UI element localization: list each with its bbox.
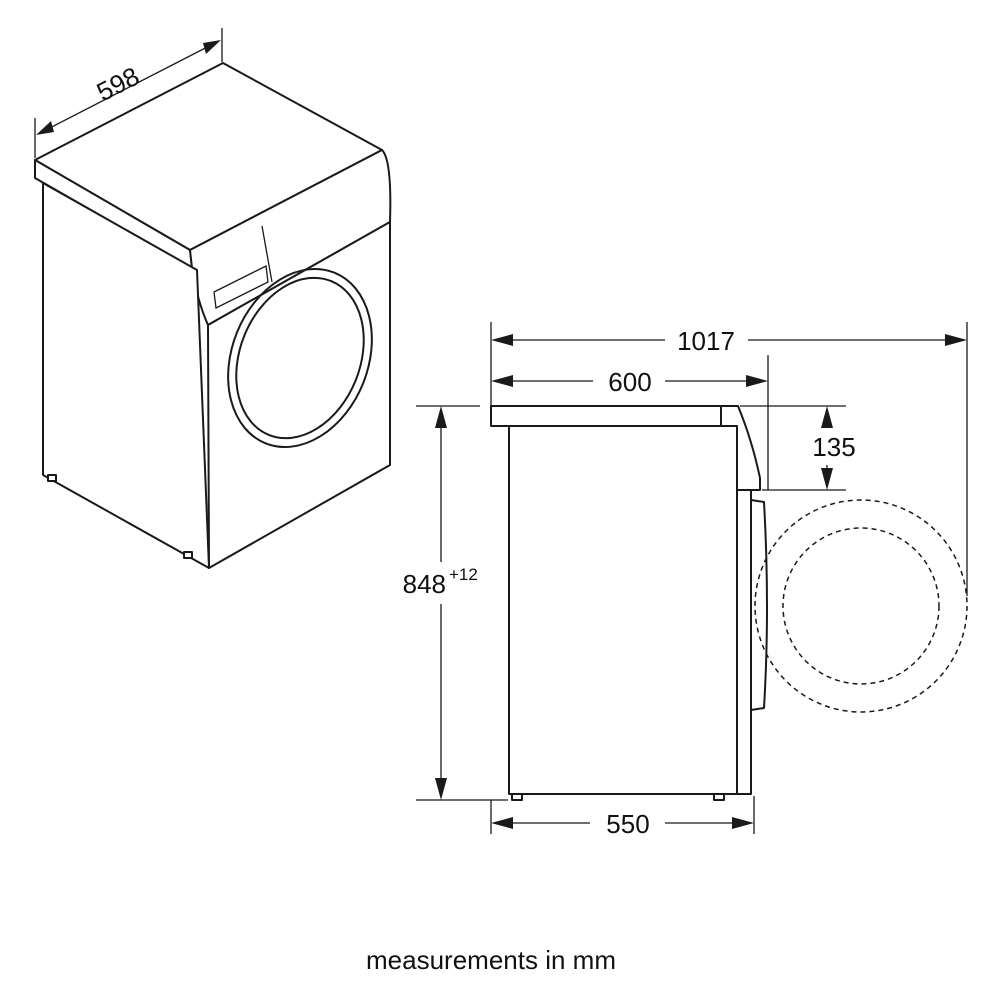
dim-550-arrow-right [732, 817, 754, 829]
door-swing-outer [754, 499, 968, 713]
side-body [508, 425, 738, 795]
side-foot-rear [511, 793, 523, 801]
side-door [750, 499, 768, 711]
dim-598-arrow-left [36, 121, 54, 135]
side-foot-front [713, 793, 725, 801]
dim-848-arrow-bottom [435, 778, 447, 800]
side-worktop [490, 405, 722, 427]
depth-base-label: 550 [606, 809, 649, 839]
dim-598-line [39, 41, 218, 134]
dim-600-arrow-right [746, 375, 768, 387]
foot-front [183, 551, 193, 559]
width-label: 598 [92, 61, 144, 107]
top-height-label: 135 [812, 432, 855, 462]
units-caption: measurements in mm [366, 945, 616, 975]
dim-1017-arrow-left [491, 334, 513, 346]
dim-550-arrow-left [491, 817, 513, 829]
front-panel [207, 221, 391, 569]
dim-1017-arrow-right [945, 334, 967, 346]
door-swing-inner [782, 527, 940, 685]
dim-600-arrow-left [491, 375, 513, 387]
side-door-frame [736, 489, 752, 795]
door-glass [235, 276, 365, 440]
height-label: 848 [403, 569, 446, 599]
dim-848-arrow-top [435, 406, 447, 428]
depth-body-label: 600 [608, 367, 651, 397]
panel-display [213, 265, 269, 309]
depth-total-label: 1017 [677, 326, 735, 356]
isometric-view: 598 [34, 28, 392, 569]
side-view: 1017 600 550 135 848 +12 [403, 322, 968, 839]
dim-135-arrow-bottom [821, 468, 833, 490]
height-tolerance-label: +12 [449, 565, 478, 584]
door-outer-ring [227, 267, 373, 449]
panel-divider [261, 225, 273, 283]
dim-135-arrow-top [821, 406, 833, 428]
foot-left [47, 474, 57, 482]
dim-598-arrow-right [203, 40, 221, 54]
